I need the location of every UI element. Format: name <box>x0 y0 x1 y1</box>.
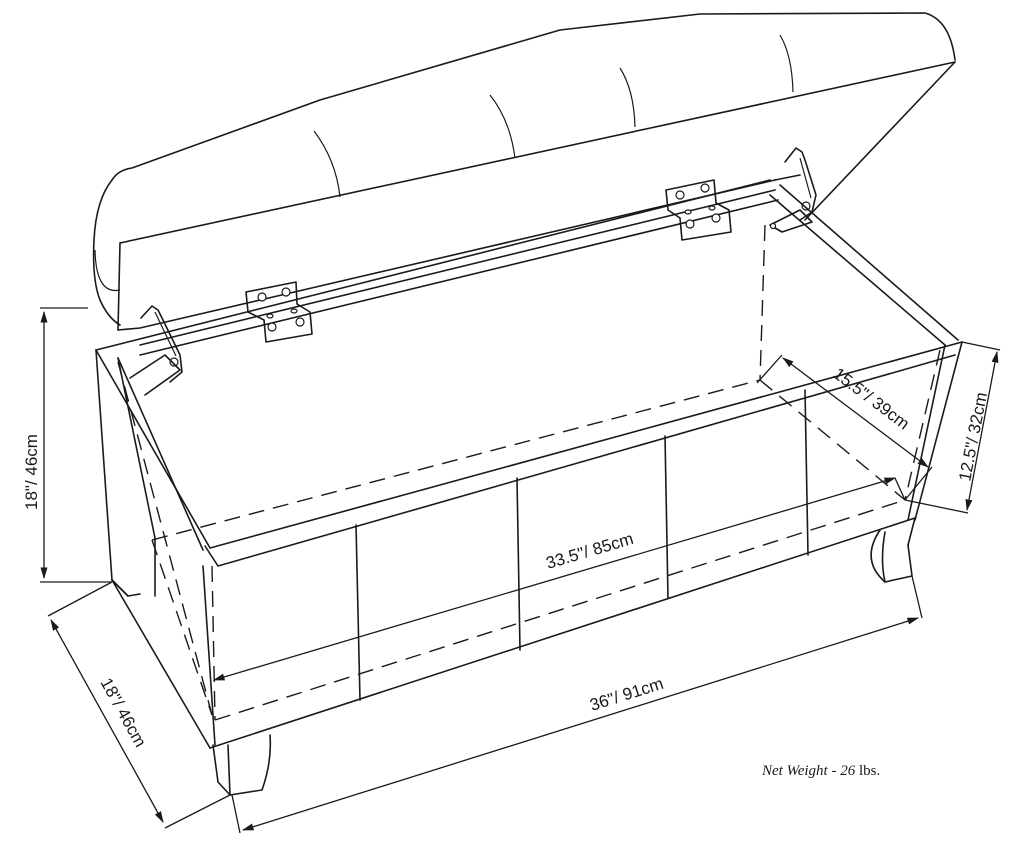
net-weight-label: Net Weight - <box>762 763 841 779</box>
lid <box>92 12 956 356</box>
label-overall-width: 36"/ 91cm <box>587 674 665 715</box>
net-weight: Net Weight - 26 lbs. <box>762 763 880 780</box>
box-body <box>95 179 963 749</box>
dim-interior-height: 12.5"/ 32cm <box>904 341 1001 514</box>
label-interior-width: 33.5"/ 85cm <box>544 529 636 573</box>
label-overall-depth: 18"/ 46cm <box>97 675 150 751</box>
right-flat-hinge <box>665 179 732 241</box>
right-lid-support <box>769 147 817 233</box>
left-flat-hinge <box>245 281 313 343</box>
interior-hidden-lines <box>117 224 941 721</box>
dim-overall-width: 36"/ 91cm <box>231 575 923 834</box>
front-right-leg <box>870 529 913 583</box>
dim-interior-depth: 15.5"/ 39cm <box>756 354 933 501</box>
label-interior-height: 12.5"/ 32cm <box>955 391 991 483</box>
net-weight-value: 26 <box>840 763 856 779</box>
label-overall-height: 18"/ 46cm <box>22 434 41 510</box>
dim-interior-width: 33.5"/ 85cm <box>212 477 906 681</box>
net-weight-unit: lbs. <box>855 763 881 779</box>
back-left-leg <box>111 579 141 597</box>
dim-overall-height: 18"/ 46cm <box>22 307 112 583</box>
left-lid-support <box>129 305 183 396</box>
label-interior-depth: 15.5"/ 39cm <box>830 364 913 433</box>
dim-overall-depth: 18"/ 46cm <box>47 581 231 829</box>
